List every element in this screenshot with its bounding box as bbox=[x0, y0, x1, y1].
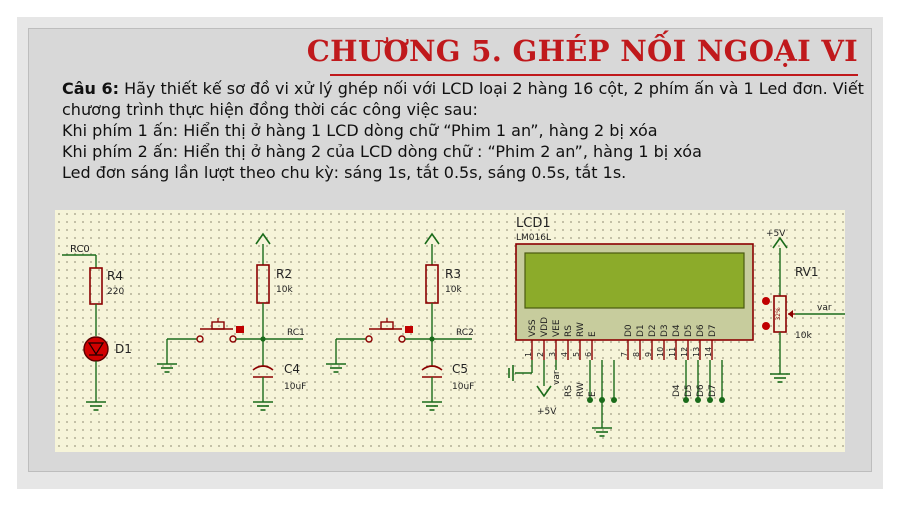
push-button-2 bbox=[380, 321, 394, 330]
question-label: Câu 6: bbox=[62, 79, 120, 98]
question-line-3: Khi phím 1 ấn: Hiển thị ở hàng 1 LCD dòn… bbox=[62, 121, 658, 140]
title-underline bbox=[330, 74, 858, 76]
push-button-1 bbox=[211, 321, 225, 330]
net-label-rc1: RC1 bbox=[287, 328, 305, 338]
rv1-net: var bbox=[817, 303, 832, 313]
lcd-net-label: RW bbox=[576, 382, 586, 397]
lcd-pin-number: 2 bbox=[536, 352, 545, 357]
resistor-r2 bbox=[256, 264, 270, 304]
ground-led bbox=[85, 401, 107, 411]
lcd-pin-label: RS bbox=[564, 325, 574, 337]
lcd-pin-label: RW bbox=[576, 322, 586, 337]
question-line-2: chương trình thực hiện đồng thời các côn… bbox=[62, 100, 478, 119]
r3-name: R3 bbox=[445, 267, 461, 281]
r2-name: R2 bbox=[276, 267, 292, 281]
c5-value: 10uF bbox=[452, 382, 474, 392]
question-line-5: Led đơn sáng lần lượt theo chu kỳ: sáng … bbox=[62, 163, 627, 182]
vcc-r2 bbox=[255, 233, 271, 245]
lcd-screen bbox=[524, 252, 745, 309]
lcd-pin-number: 3 bbox=[548, 352, 557, 357]
lcd-net-label: E bbox=[588, 391, 598, 397]
d1-name: D1 bbox=[115, 342, 132, 356]
circuit-diagram: RC0 R4 220 D1 R2 10k RC1 bbox=[62, 216, 845, 437]
lcd-name: LCD1 bbox=[516, 216, 551, 231]
rv1-supply: +5V bbox=[766, 229, 786, 239]
lcd-net-label: D4 bbox=[672, 384, 682, 397]
lcd-pin-number: 6 bbox=[584, 352, 593, 357]
lcd-net-label: D6 bbox=[696, 384, 706, 397]
lcd-net-label: RS bbox=[564, 385, 574, 397]
button1-branch: R2 10k RC1 C4 10uF bbox=[156, 233, 306, 411]
schematic-area: RC0 R4 220 D1 R2 10k RC1 bbox=[55, 210, 845, 452]
lcd-module: LCD1 LM016L VSS1VDD2VEE3RS4RW5E6D07D18D2… bbox=[508, 216, 754, 437]
lcd-pin-label: VEE bbox=[552, 319, 562, 337]
rv1-name: RV1 bbox=[795, 265, 819, 279]
lcd-pin-label: D0 bbox=[624, 324, 634, 337]
r3-value: 10k bbox=[445, 285, 462, 295]
question-line-1: Câu 6: Hãy thiết kế sơ đồ vi xử lý ghép … bbox=[62, 78, 864, 99]
c5-name: C5 bbox=[452, 362, 468, 376]
lcd-pin-number: 13 bbox=[692, 347, 701, 357]
lcd-pin-number: 11 bbox=[668, 347, 677, 357]
lcd-pin-label: D4 bbox=[672, 324, 682, 337]
lcd-model: LM016L bbox=[516, 233, 551, 243]
lcd-pin-label: VDD bbox=[540, 317, 550, 337]
button2-branch: R3 10k RC2 C5 10uF bbox=[325, 233, 474, 411]
c4-value: 10uF bbox=[284, 382, 306, 392]
lcd-vdd-supply: +5V bbox=[537, 407, 557, 417]
net-label-rc0: RC0 bbox=[70, 244, 90, 255]
resistor-r3 bbox=[425, 264, 439, 304]
led-d1 bbox=[83, 336, 109, 362]
lcd-pin-label: D2 bbox=[648, 324, 658, 337]
lcd-control-pins bbox=[587, 360, 617, 437]
lcd-data-pins bbox=[683, 360, 725, 403]
potentiometer-rv1: +5V 32% var RV1 10k bbox=[762, 229, 845, 383]
ground-button1 bbox=[156, 363, 178, 373]
lcd-net-label: var bbox=[552, 370, 562, 385]
ground-button2 bbox=[325, 363, 347, 373]
lcd-pin-number: 5 bbox=[572, 352, 581, 357]
resistor-r4 bbox=[89, 267, 103, 305]
lcd-pin-number: 1 bbox=[524, 352, 533, 357]
lcd-pin-number: 4 bbox=[560, 352, 569, 357]
lcd-pin-label: D6 bbox=[696, 324, 706, 337]
question-text: Câu 6: Hãy thiết kế sơ đồ vi xử lý ghép … bbox=[62, 78, 864, 183]
lcd-pin-label: D1 bbox=[636, 324, 646, 337]
question-line-1-text: Hãy thiết kế sơ đồ vi xử lý ghép nối với… bbox=[119, 79, 864, 98]
ground-rv1 bbox=[769, 373, 791, 383]
lcd-pin-number: 9 bbox=[644, 352, 653, 357]
ground-c4 bbox=[252, 401, 274, 411]
lcd-pin-number: 12 bbox=[680, 347, 689, 357]
ground-c5 bbox=[421, 401, 443, 411]
ground-rw bbox=[591, 427, 613, 437]
lcd-pin-label: VSS bbox=[528, 319, 538, 337]
lcd-pin-label: D3 bbox=[660, 324, 670, 337]
lcd-pin-number: 8 bbox=[632, 352, 641, 357]
lcd-net-label: D7 bbox=[708, 384, 718, 397]
lcd-pin-number: 7 bbox=[620, 352, 629, 357]
lcd-net-label: D5 bbox=[684, 384, 694, 397]
r4-name: R4 bbox=[107, 269, 123, 283]
page-title: CHƯƠNG 5. GHÉP NỐI NGOẠI VI bbox=[306, 34, 858, 68]
question-line-4: Khi phím 2 ấn: Hiển thị ở hàng 2 của LCD… bbox=[62, 142, 702, 161]
lcd-pin-label: D5 bbox=[684, 324, 694, 337]
net-label-rc2: RC2 bbox=[456, 328, 474, 338]
vcc-r3 bbox=[424, 233, 440, 245]
c4-name: C4 bbox=[284, 362, 300, 376]
lcd-pin-label: E bbox=[588, 331, 598, 337]
lcd-pin-number: 14 bbox=[704, 347, 713, 357]
rv1-percent: 32% bbox=[775, 307, 782, 321]
rv1-value: 10k bbox=[795, 331, 812, 341]
r4-value: 220 bbox=[107, 287, 124, 297]
lcd-pins: VSS 1 VDD 2 VEE 3 RS 4 RW 5 E 6 D0 7 D1 8 D2 9 D3 10 D4 11 D5 1… bbox=[524, 317, 718, 360]
lcd-pin-label: D7 bbox=[708, 324, 718, 337]
lcd-pin-number: 10 bbox=[656, 347, 665, 357]
led-branch: RC0 R4 220 D1 bbox=[62, 244, 132, 411]
r2-value: 10k bbox=[276, 285, 293, 295]
